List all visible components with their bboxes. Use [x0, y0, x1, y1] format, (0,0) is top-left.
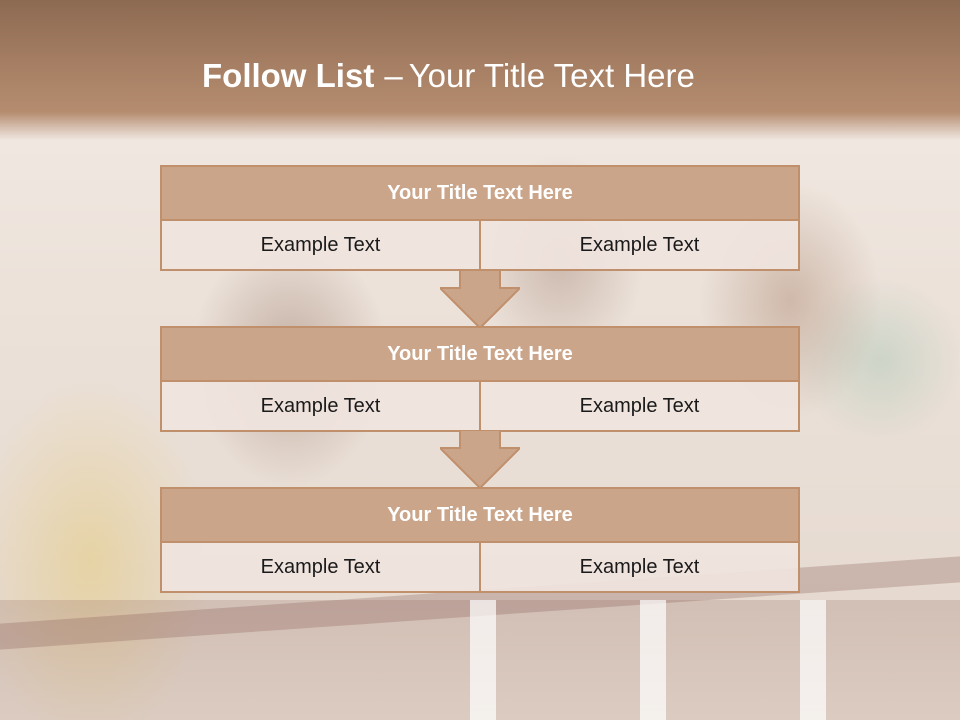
block-title: Your Title Text Here: [160, 165, 800, 221]
railing-post: [640, 600, 666, 720]
down-arrow-icon: [440, 270, 520, 330]
block-cell-left: Example Text: [160, 221, 481, 271]
railing-post: [470, 600, 496, 720]
down-arrow-icon: [440, 430, 520, 490]
block-cell-right: Example Text: [481, 543, 800, 593]
block-row: Example Text Example Text: [160, 382, 800, 432]
slide-title-rest: Your Title Text Here: [408, 57, 695, 94]
block-cell-left: Example Text: [160, 543, 481, 593]
slide-title-separator: –: [384, 57, 403, 94]
railing-post: [800, 600, 826, 720]
block-row: Example Text Example Text: [160, 221, 800, 271]
header-band: [0, 0, 960, 140]
block-cell-left: Example Text: [160, 382, 481, 432]
slide-title: Follow List–Your Title Text Here: [202, 56, 695, 96]
block-title: Your Title Text Here: [160, 326, 800, 382]
list-block-1: Your Title Text Here Example Text Exampl…: [160, 165, 800, 271]
slide-title-bold: Follow List: [202, 57, 375, 94]
list-block-2: Your Title Text Here Example Text Exampl…: [160, 326, 800, 432]
block-cell-right: Example Text: [481, 382, 800, 432]
block-cell-right: Example Text: [481, 221, 800, 271]
list-block-3: Your Title Text Here Example Text Exampl…: [160, 487, 800, 593]
block-row: Example Text Example Text: [160, 543, 800, 593]
block-title: Your Title Text Here: [160, 487, 800, 543]
